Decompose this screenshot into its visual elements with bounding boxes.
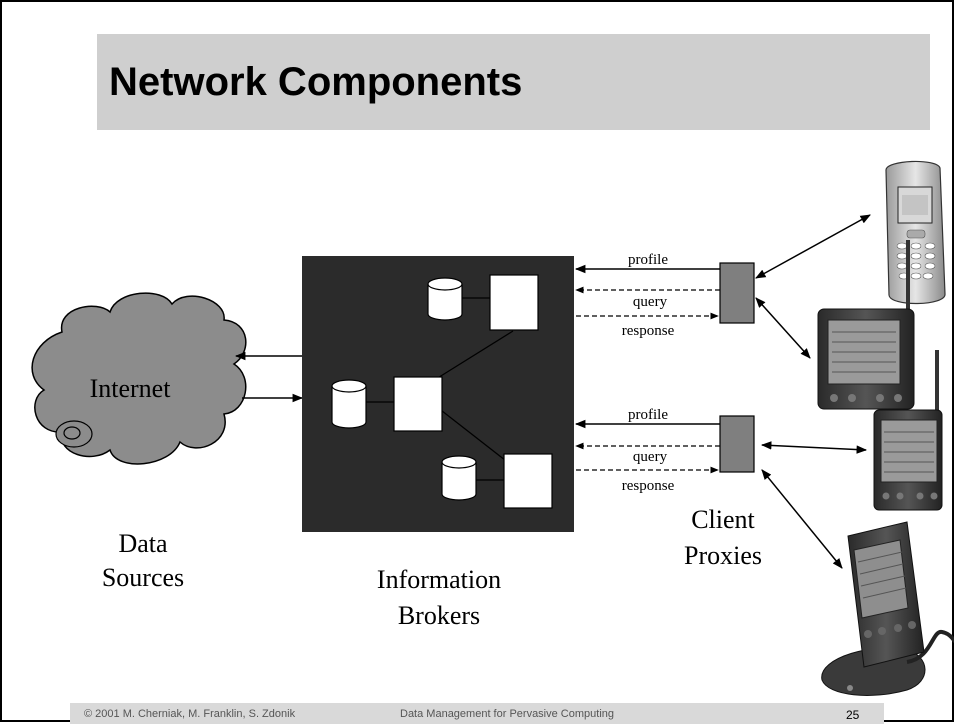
footer-course: Data Management for Pervasive Computing	[400, 708, 614, 720]
database-icon	[427, 277, 463, 321]
cloud-label: Internet	[90, 374, 172, 403]
footer-copyright: © 2001 M. Cherniak, M. Franklin, S. Zdon…	[84, 708, 296, 720]
device-link-arrow	[755, 214, 871, 279]
data-sources-caption: Data	[118, 529, 168, 558]
client-proxy-box	[719, 415, 755, 473]
server-icon	[393, 376, 443, 432]
database-icon	[441, 455, 477, 501]
response-label: response	[622, 478, 675, 494]
profile-label: profile	[628, 407, 668, 423]
pda-icon	[873, 350, 943, 511]
database-icon	[331, 379, 367, 429]
information-brokers-caption: Brokers	[398, 601, 480, 630]
client-proxies-caption: Client	[691, 505, 755, 534]
data-sources-caption: Sources	[102, 563, 184, 592]
footer: © 2001 M. Cherniak, M. Franklin, S. Zdon…	[70, 703, 884, 724]
information-brokers-caption: Information	[377, 565, 501, 594]
device-link-arrow	[755, 297, 811, 359]
client-proxy-box	[719, 262, 755, 324]
query-label: query	[633, 449, 668, 465]
page-title: Network Components	[109, 60, 523, 104]
server-icon	[489, 274, 539, 331]
page-number: 25	[846, 708, 860, 722]
mobile-phone-icon	[885, 160, 946, 305]
pda-icon	[821, 521, 954, 696]
response-label: response	[622, 323, 675, 339]
client-proxies-caption: Proxies	[684, 541, 762, 570]
profile-label: profile	[628, 252, 668, 268]
device-link-arrow	[760, 441, 868, 454]
title-bar: Network Components	[97, 34, 930, 130]
server-icon	[503, 453, 553, 509]
cloud-icon	[31, 292, 247, 465]
pda-icon	[817, 240, 915, 410]
device-link-arrow	[761, 469, 843, 569]
query-label: query	[633, 294, 668, 310]
